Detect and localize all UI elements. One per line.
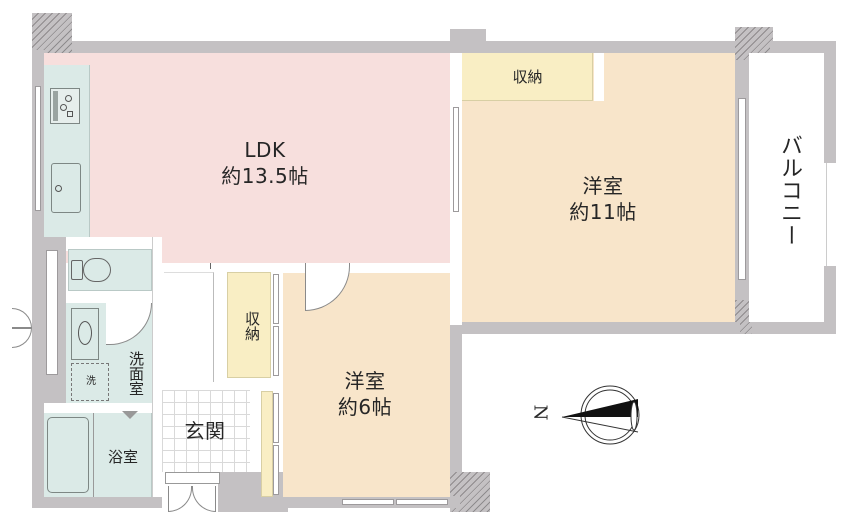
exterior-side-door-top[interactable]	[12, 308, 32, 328]
storage-lower-closet	[261, 391, 273, 497]
sink-icon	[51, 163, 81, 213]
ldk-label: LDK 約13.5帖	[200, 137, 330, 189]
hallway-divider	[210, 263, 211, 269]
ldk-name: LDK	[244, 138, 286, 162]
western-small-size: 約6帖	[337, 395, 393, 419]
bathroom-door-icon[interactable]	[122, 411, 138, 419]
exterior-side-door-bottom[interactable]	[12, 328, 32, 348]
window-western-small-2[interactable]	[396, 499, 448, 505]
toilet-tank-icon	[71, 260, 83, 280]
toilet-bowl-icon	[83, 258, 111, 282]
wall-balcony-bottom	[740, 322, 836, 334]
balcony-floor	[749, 53, 824, 322]
wall-bottom	[32, 496, 162, 508]
bathroom[interactable]	[44, 413, 152, 497]
bathroom-divider	[93, 413, 94, 497]
wall-balcony-top	[770, 41, 836, 53]
washroom-label: 洗面室	[127, 350, 145, 396]
western-large-size: 約11帖	[569, 200, 637, 224]
storage-top-door-gap	[594, 53, 604, 101]
sliding-door-ldk-western[interactable]	[453, 107, 459, 212]
wall-column-top-left	[32, 13, 72, 53]
sliding-door-storage-middle-1[interactable]	[273, 274, 279, 324]
washbasin-icon	[71, 308, 99, 360]
sliding-door-closet-2[interactable]	[273, 445, 279, 495]
western-large-name: 洋室	[582, 174, 624, 198]
balcony-label: バルコニー	[777, 133, 802, 247]
wall-wet-right	[152, 237, 162, 497]
bathroom-label: 浴室	[107, 448, 138, 466]
washer-space: 洗	[71, 363, 109, 401]
window-western-small-1[interactable]	[342, 499, 394, 505]
bathtub-icon	[47, 417, 89, 493]
sliding-door-storage-middle-2[interactable]	[273, 326, 279, 376]
hallway-inner-wall	[164, 272, 214, 382]
western-small-name: 洋室	[344, 369, 386, 393]
balcony-opening	[826, 163, 834, 266]
ldk-floor	[44, 53, 450, 263]
entrance-door-right[interactable]	[192, 486, 216, 512]
washer-label: 洗	[86, 376, 96, 387]
wall-balcony-right-upper	[824, 41, 836, 163]
compass-north-label: N	[529, 404, 551, 421]
storage-middle-label: 収納	[243, 311, 261, 341]
storage-top[interactable]: 収納	[462, 53, 593, 101]
compass-arrow-icon	[561, 385, 640, 445]
wall-balcony-right-lower	[824, 266, 836, 334]
wall-top-ldk	[40, 41, 460, 53]
wall-bottom-western-large	[450, 322, 740, 334]
wall-right-western-small	[450, 322, 462, 512]
window-balcony-sash[interactable]	[738, 98, 746, 280]
stove-icon	[50, 88, 80, 124]
wet-frame	[66, 237, 162, 251]
entrance-label: 玄関	[184, 419, 226, 443]
western-large-label: 洋室 約11帖	[548, 173, 658, 225]
western-small-label: 洋室 約6帖	[320, 368, 410, 420]
storage-middle[interactable]: 収納	[227, 272, 271, 378]
entrance-tile-floor	[162, 390, 250, 472]
wall-top-western	[480, 41, 745, 53]
ldk-size: 約13.5帖	[221, 164, 309, 188]
window-wet[interactable]	[46, 250, 58, 375]
wet-divider	[44, 403, 152, 413]
entrance-step	[165, 472, 220, 484]
window-kitchen[interactable]	[35, 86, 41, 211]
entrance-door-left[interactable]	[168, 486, 192, 512]
compass: N	[529, 380, 650, 450]
toilet-room[interactable]	[68, 249, 152, 291]
storage-top-label: 収納	[512, 68, 543, 86]
sliding-door-closet-1[interactable]	[273, 393, 279, 443]
